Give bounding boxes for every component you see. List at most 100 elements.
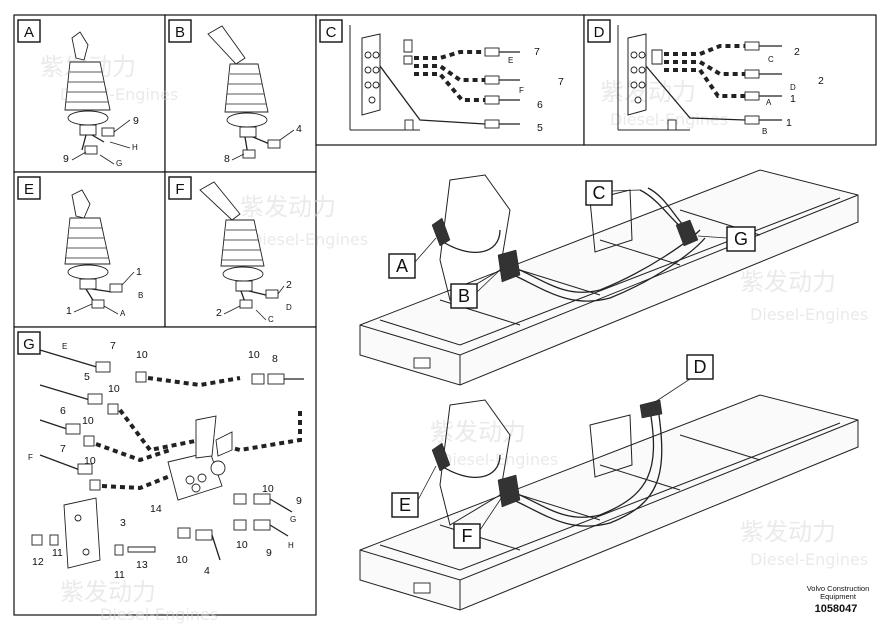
callout-c-4: F [519, 86, 524, 95]
hose-bundle-d [617, 25, 782, 131]
lower-frame-assembly [359, 394, 859, 611]
callout-d-5: 1 [790, 93, 796, 105]
callout-e-1: 1 [136, 266, 142, 278]
callout-f-2: D [286, 303, 292, 312]
callout-g-3: 10 [136, 349, 148, 361]
panel-label-g: G [17, 331, 41, 355]
panel-label-c: C [319, 19, 343, 43]
callout-g-2: 7 [110, 340, 116, 352]
drawing-number: 1058047 [815, 603, 858, 615]
footer-line-2: Equipment [820, 592, 857, 601]
callout-f-3: 2 [216, 307, 222, 319]
svg-text:G: G [734, 229, 748, 249]
svg-text:C: C [326, 24, 337, 41]
joystick-b [207, 25, 281, 159]
callout-g-22: 11 [52, 547, 63, 559]
callout-b-2: 8 [224, 153, 230, 165]
main-label-e: E [391, 465, 437, 518]
callout-g-17: 3 [120, 517, 126, 529]
callout-g-9: 10 [82, 415, 94, 427]
callout-e-4: A [120, 309, 126, 318]
callout-g-21: 12 [32, 556, 44, 568]
main-label-d: D [654, 354, 714, 403]
callout-g-19: 9 [266, 547, 272, 559]
watermark-text: Diesel-Engines [100, 605, 218, 624]
callout-b-1: 4 [296, 123, 302, 135]
svg-text:B: B [175, 24, 185, 41]
svg-text:E: E [399, 495, 411, 515]
callout-d-6: A [766, 98, 772, 107]
callout-g-26: 4 [204, 565, 210, 577]
callout-g-23: 11 [114, 569, 125, 581]
svg-text:F: F [462, 526, 473, 546]
main-label-f: F [453, 496, 503, 549]
svg-text:C: C [593, 183, 606, 203]
panel-label-b: B [168, 19, 192, 43]
panel-label-f: F [168, 176, 192, 200]
watermark-brand: 紫发动力 [740, 268, 836, 296]
main-label-g: G [697, 226, 756, 252]
callout-a-4: G [116, 159, 122, 168]
footer-line-1: Volvo Construction [807, 584, 870, 593]
callout-g-1: E [62, 342, 67, 351]
callout-a-1: 9 [133, 115, 139, 127]
joystick-e [64, 189, 123, 309]
main-label-b: B [450, 269, 501, 309]
upper-frame-assembly [359, 169, 859, 386]
callout-c-6: 5 [537, 122, 543, 134]
callout-e-3: 1 [66, 305, 72, 317]
svg-text:B: B [458, 286, 470, 306]
callout-d-7: 1 [786, 117, 792, 129]
callout-d-3: 2 [818, 75, 824, 87]
callout-c-3: 7 [558, 76, 564, 88]
panel-label-d: D [587, 19, 611, 43]
callout-g-12: 10 [84, 455, 96, 467]
callout-d-4: D [790, 83, 796, 92]
watermark-text: Diesel-Engines [250, 230, 368, 249]
callout-f-4: C [268, 315, 274, 324]
svg-text:D: D [594, 24, 605, 41]
callout-g-5: 8 [272, 353, 278, 365]
svg-text:F: F [175, 181, 184, 198]
svg-text:G: G [23, 336, 35, 353]
watermark-text: Diesel-Engines [610, 110, 728, 129]
callout-d-8: B [762, 127, 767, 136]
callout-g-24: 13 [136, 559, 148, 571]
callout-g-16: G [290, 515, 296, 524]
watermark-brand: 紫发动力 [430, 418, 526, 446]
panel-label-a: A [17, 19, 41, 43]
exploded-view-g [31, 349, 304, 569]
main-label-c: C [585, 180, 641, 206]
callout-a-2: H [132, 143, 138, 152]
callout-g-8: 6 [60, 405, 66, 417]
joystick-f [199, 181, 279, 309]
main-label-a: A [388, 237, 437, 279]
svg-text:E: E [24, 181, 34, 198]
watermark-group: 紫发动力 Diesel-Engines 紫发动力 Diesel-Engines … [40, 53, 868, 624]
watermark-brand: 紫发动力 [240, 193, 336, 221]
hose-bundle-c [349, 25, 520, 131]
callout-g-15: 9 [296, 495, 302, 507]
callout-c-2: E [508, 56, 513, 65]
callout-f-1: 2 [286, 279, 292, 291]
watermark-brand: 紫发动力 [600, 78, 696, 106]
callout-d-1: 2 [794, 46, 800, 58]
panel-g-frame [13, 326, 317, 616]
callout-g-13: 14 [150, 503, 162, 515]
svg-text:A: A [24, 24, 34, 41]
callout-g-20: H [288, 541, 294, 550]
callout-e-2: B [138, 291, 143, 300]
svg-text:D: D [694, 357, 707, 377]
watermark-brand: 紫发动力 [740, 518, 836, 546]
callout-g-18: 10 [236, 539, 248, 551]
callout-g-10: F [28, 453, 33, 462]
callout-g-14: 10 [262, 483, 274, 495]
callout-c-5: 6 [537, 99, 543, 111]
svg-text:A: A [396, 256, 408, 276]
callout-g-11: 7 [60, 443, 66, 455]
watermark-text: Diesel-Engines [750, 305, 868, 324]
watermark-brand: 紫发动力 [60, 578, 156, 606]
callout-g-6: 5 [84, 371, 90, 383]
watermark-text: Diesel-Engines [750, 550, 868, 569]
